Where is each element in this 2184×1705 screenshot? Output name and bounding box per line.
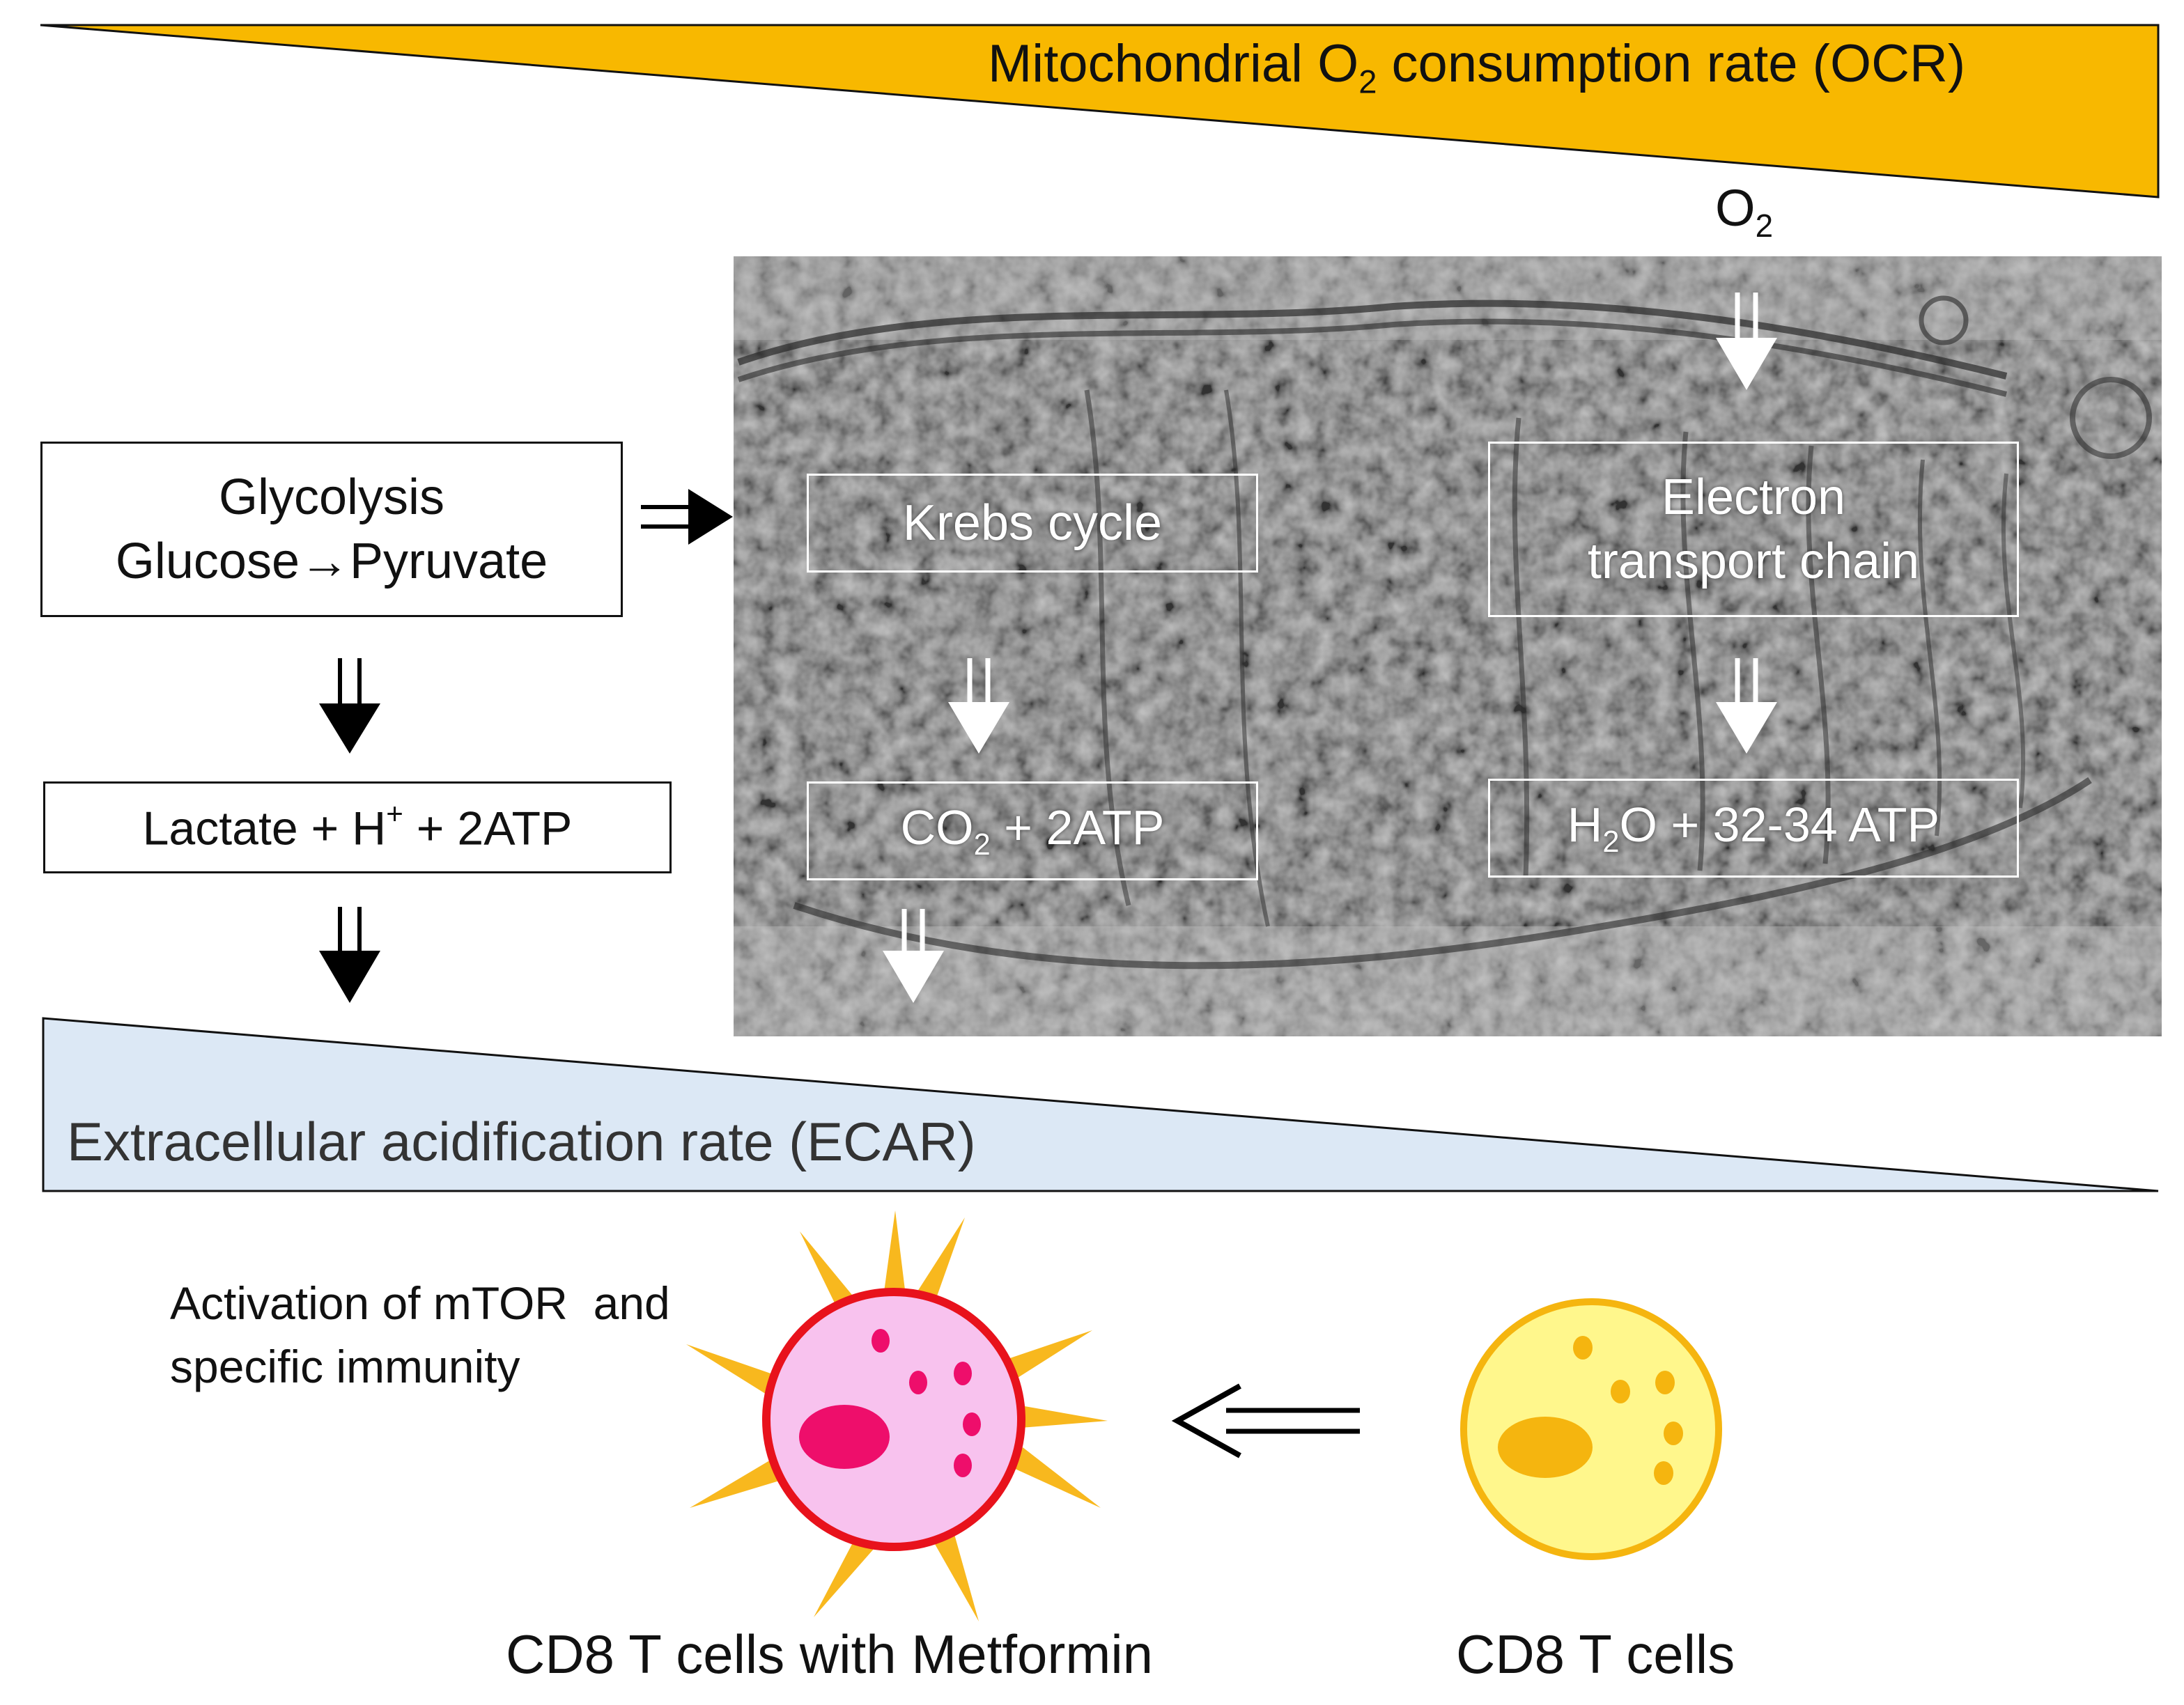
cd8-metformin-label: CD8 T cells with Metformin (506, 1624, 1154, 1685)
ocr-label-text: Mitochondrial O (988, 34, 1359, 93)
glycolysis-to-lactate-arrow (319, 658, 380, 754)
krebs-to-co2-arrow (948, 658, 1009, 754)
glycolysis-reaction: Glucose→Pyruvate (115, 534, 548, 589)
cell-rays (686, 1210, 1108, 1621)
etc-line2: transport chain (1587, 534, 1920, 589)
h2o-text-sub: 2 (1602, 825, 1620, 859)
ocr-label-rest: consumption rate (OCR) (1377, 34, 1966, 93)
co2-text-post: + 2ATP (990, 800, 1165, 855)
etc-to-h2o-arrow (1716, 658, 1777, 754)
lactate-text-pre: Lactate + H (142, 802, 387, 855)
h2o-text-pre: H (1567, 797, 1603, 852)
ocr-label: Mitochondrial O2 consumption rate (OCR) (988, 33, 1965, 100)
lactate-box: Lactate + H+ + 2ATP (43, 781, 672, 873)
o2-label-text: O (1715, 179, 1756, 237)
krebs-cycle-box: Krebs cycle (807, 474, 1258, 573)
h2o-text-post: O + 32-34 ATP (1619, 797, 1940, 852)
etc-box: Electron transport chain (1488, 442, 2019, 617)
co2-text: CO2 + 2ATP (901, 797, 1165, 865)
o2-label: O2 (1715, 178, 1773, 244)
co2-text-pre: CO (900, 800, 974, 855)
activation-arrow (1171, 1383, 1360, 1458)
ecar-label: Extracellular acidification rate (ECAR) (67, 1111, 976, 1172)
cd8-plain-cell (1460, 1298, 1722, 1560)
co2-text-sub: 2 (973, 828, 991, 862)
lactate-text: Lactate + H+ + 2ATP (143, 795, 573, 859)
glycolysis-title: Glycolysis (218, 469, 445, 525)
lactate-text-post: + 2ATP (403, 802, 573, 855)
etc-line1: Electron (1661, 469, 1846, 525)
krebs-cycle-label: Krebs cycle (902, 495, 1163, 551)
ecar-wedge (42, 1017, 2159, 1192)
o2-to-etc-arrow (1716, 293, 1777, 390)
mtor-annotation-line1: Activation of mTOR and (170, 1277, 670, 1329)
mtor-annotation-line2: specific immunity (170, 1341, 520, 1393)
co2-down-arrow (883, 909, 944, 1003)
h2o-box: H2O + 32-34 ATP (1488, 779, 2019, 878)
o2-label-subscript: 2 (1755, 208, 1774, 244)
ocr-label-subscript: 2 (1358, 63, 1377, 100)
ocr-wedge (40, 24, 2160, 198)
co2-box: CO2 + 2ATP (807, 781, 1258, 880)
mtor-annotation: Activation of mTOR and specific immunity (170, 1272, 670, 1399)
lactate-text-sup: + (386, 797, 403, 831)
lactate-to-ecar-arrow (319, 907, 380, 1003)
cd8-plain-label: CD8 T cells (1456, 1624, 1735, 1685)
cd8-metformin-cell (686, 1210, 1108, 1621)
h2o-text: H2O + 32-34 ATP (1567, 794, 1940, 862)
mitochondrion-micrograph (734, 256, 2162, 1036)
glycolysis-to-mito-arrow (641, 489, 733, 545)
glycolysis-box: Glycolysis Glucose→Pyruvate (40, 442, 623, 617)
